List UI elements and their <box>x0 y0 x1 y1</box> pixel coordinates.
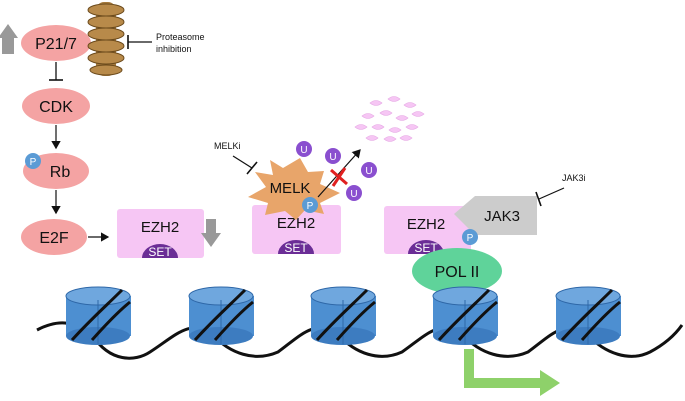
jak3-phospho-icon <box>462 229 478 245</box>
proteasome-inhibition-line1: Proteasome <box>156 32 205 42</box>
svg-text:U: U <box>350 189 357 200</box>
melki-label: MELKi <box>214 141 241 151</box>
ubiquitin-1: U <box>296 141 312 157</box>
ezh2-label-1: EZH2 <box>141 219 179 236</box>
proteasome-inhibition-line2: inhibition <box>156 44 192 54</box>
e2f-label: E2F <box>39 230 69 247</box>
rb-label: Rb <box>50 164 71 181</box>
svg-text:U: U <box>365 166 372 177</box>
melki-inhibition-bar-icon <box>232 155 258 175</box>
cdk-label: CDK <box>39 99 73 116</box>
jak3-shape: JAK3 <box>454 196 537 235</box>
nucleosome-5 <box>555 286 621 345</box>
ezh2-label-3: EZH2 <box>407 216 445 233</box>
svg-text:U: U <box>300 145 307 156</box>
pol2-label: POL II <box>435 264 480 281</box>
ezh2-box-2: EZH2 SET <box>252 205 341 255</box>
nucleosome-4 <box>432 286 498 345</box>
jak3i-label: JAK3i <box>562 173 586 183</box>
pol2-node: POL II <box>412 248 502 294</box>
melk-phospho-label: P <box>307 201 314 212</box>
svg-text:U: U <box>329 152 336 163</box>
transcription-arrow-icon <box>464 349 560 396</box>
set-label-1: SET <box>148 245 172 259</box>
nucleosome-1 <box>65 286 131 345</box>
proteasome-inhibition-bar-icon <box>127 35 152 49</box>
e2f-node: E2F <box>21 219 87 255</box>
jak3-phospho-label: P <box>467 233 474 244</box>
rb-node: Rb P <box>23 153 89 189</box>
rb-phospho-label: P <box>30 157 37 168</box>
set-label-2: SET <box>284 241 308 255</box>
ezh2-box-3: EZH2 SET <box>384 206 471 255</box>
ubiquitin-3: U <box>361 162 377 178</box>
melk-phospho-icon <box>302 197 318 213</box>
degraded-fragments-icon <box>354 96 425 142</box>
ezh2-label-2: EZH2 <box>277 215 315 232</box>
ubiquitin-2: U <box>325 148 341 164</box>
nucleosome-3 <box>310 286 376 345</box>
proteasome-icon <box>87 2 125 76</box>
set-label-3: SET <box>414 241 438 255</box>
nucleosome-2 <box>188 286 254 345</box>
p21-inhibits-cdk <box>49 62 63 81</box>
jak3i-inhibition-bar-icon <box>535 187 565 207</box>
up-arrow-icon <box>0 24 18 54</box>
down-arrow-icon <box>201 219 221 247</box>
melk-label: MELK <box>270 180 311 197</box>
p21-node: P21/7 <box>21 25 91 61</box>
p21-label: P21/7 <box>35 36 77 53</box>
red-x-icon <box>330 167 348 187</box>
cdk-node: CDK <box>22 88 90 124</box>
degradation-arrow <box>317 149 361 198</box>
jak3-label: JAK3 <box>484 208 520 225</box>
ezh2-box-1: EZH2 SET <box>117 209 204 259</box>
ubiquitin-4: U <box>346 185 362 201</box>
